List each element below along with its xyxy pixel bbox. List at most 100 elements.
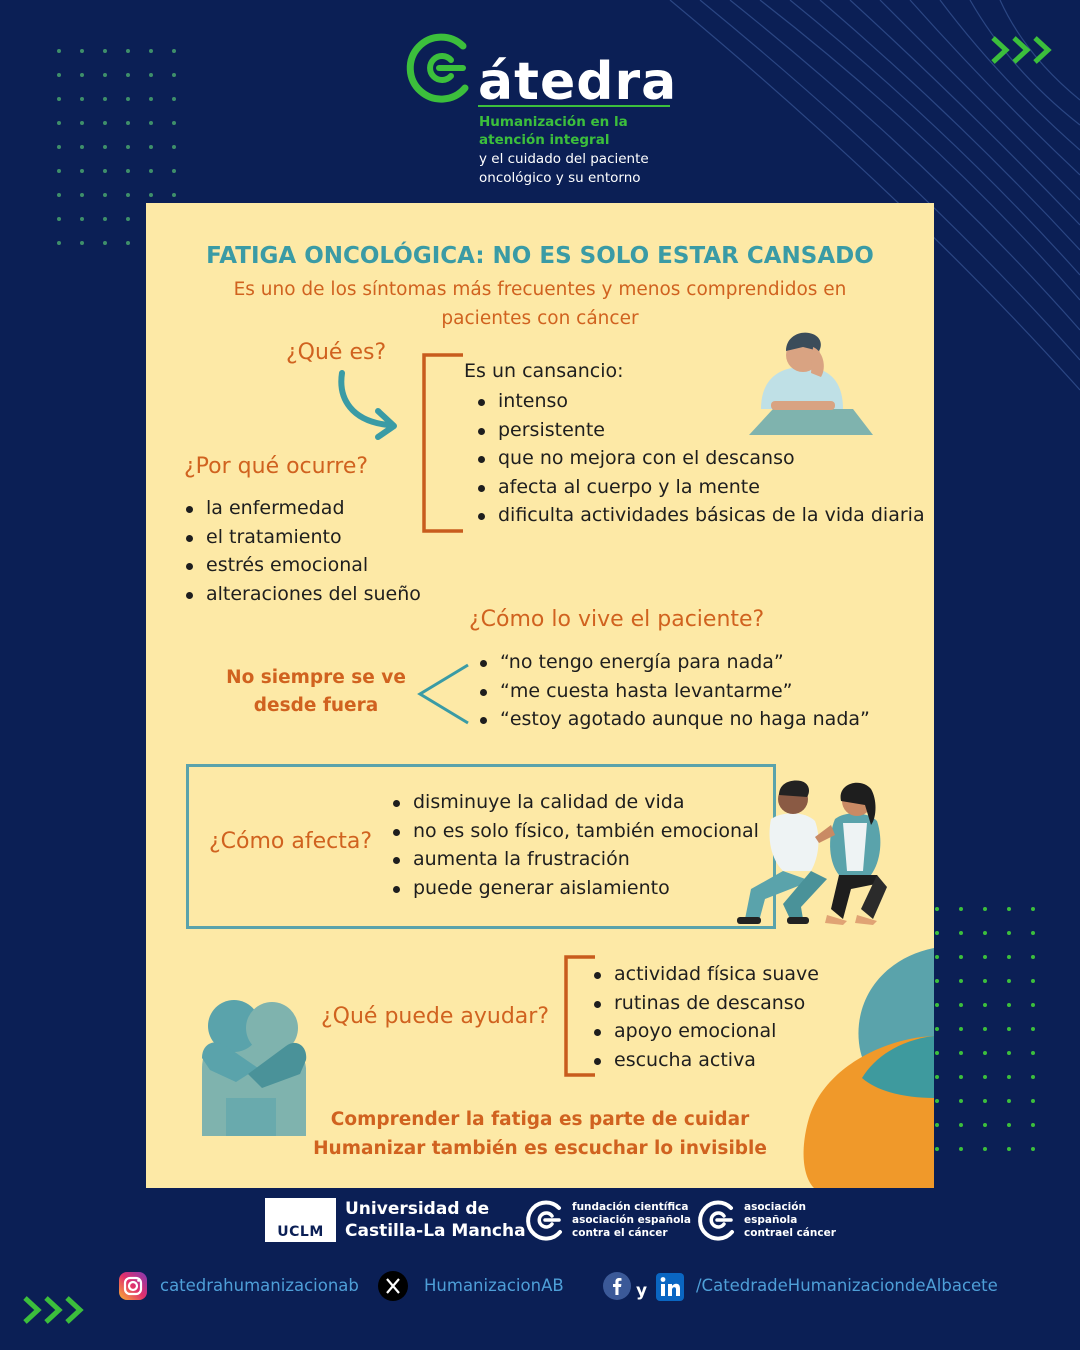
dot <box>1031 955 1035 959</box>
list-item: afecta al cuerpo y la mente <box>476 473 925 502</box>
tagline-line-3: y el cuidado del paciente <box>479 151 649 167</box>
dot <box>1031 1123 1035 1127</box>
fundacion-line-3: contra el cáncer <box>572 1227 668 1239</box>
dot <box>126 193 130 197</box>
uclm-name-line-2: Castilla-La Mancha <box>345 1221 526 1241</box>
dot <box>935 907 939 911</box>
dot <box>172 97 176 101</box>
dot <box>57 241 61 245</box>
dot <box>1031 907 1035 911</box>
dot <box>1031 979 1035 983</box>
dot <box>1031 1027 1035 1031</box>
list-item: actividad física suave <box>592 960 819 989</box>
dot <box>172 193 176 197</box>
dot <box>1031 1075 1035 1079</box>
asociacion-line-1: asociación <box>744 1201 806 1213</box>
linkedin-icon[interactable] <box>656 1273 684 1301</box>
dot <box>80 97 84 101</box>
infographic-title: FATIGA ONCOLÓGICA: NO ES SOLO ESTAR CANS… <box>206 243 874 269</box>
brand-underline <box>478 105 670 107</box>
dot <box>959 1075 963 1079</box>
help-list: actividad física suave rutinas de descan… <box>592 960 819 1074</box>
chevrons-right-icon <box>23 1296 84 1324</box>
dot <box>80 241 84 245</box>
list-item: estrés emocional <box>184 551 421 580</box>
closing-line-2: Humanizar también es escuchar lo invisib… <box>313 1138 767 1159</box>
dot <box>172 145 176 149</box>
curved-arrow-icon <box>338 370 397 440</box>
list-item: que no mejora con el descanso <box>476 444 925 473</box>
list-item: el tratamiento <box>184 523 421 552</box>
instagram-icon[interactable] <box>118 1271 148 1301</box>
catedra-logo-icon <box>406 33 469 103</box>
dot <box>983 1051 987 1055</box>
dot <box>149 193 153 197</box>
help-question: ¿Qué puede ayudar? <box>321 1004 550 1029</box>
social-connector: y <box>636 1281 648 1301</box>
dot <box>1007 907 1011 911</box>
dot <box>1031 1147 1035 1151</box>
chevrons-right-icon <box>991 36 1052 64</box>
dot <box>935 931 939 935</box>
fundacion-line-1: fundación científica <box>572 1201 689 1213</box>
list-item: dificulta actividades básicas de la vida… <box>476 501 925 530</box>
dot <box>983 907 987 911</box>
dot-grid-top-left: (function(){var s=document.currentScript… <box>57 49 176 245</box>
dot <box>935 1027 939 1031</box>
dot <box>935 955 939 959</box>
dot <box>172 73 176 77</box>
dot <box>80 193 84 197</box>
dot <box>57 49 61 53</box>
dot <box>935 1099 939 1103</box>
dot <box>959 1027 963 1031</box>
asociacion-line-2: española <box>744 1214 798 1226</box>
instagram-link[interactable]: catedrahumanizacionab <box>160 1276 359 1295</box>
dot <box>103 97 107 101</box>
what-is-list: intenso persistente que no mejora con el… <box>476 387 925 530</box>
tired-person-illustration <box>749 332 873 435</box>
list-item: escucha activa <box>592 1046 819 1075</box>
dot <box>103 169 107 173</box>
dot <box>57 193 61 197</box>
dot <box>126 73 130 77</box>
dot <box>1007 979 1011 983</box>
dot <box>126 217 130 221</box>
dot <box>1007 1075 1011 1079</box>
dot <box>57 73 61 77</box>
list-item: no es solo físico, también emocional <box>391 817 759 846</box>
why-question: ¿Por qué ocurre? <box>184 454 369 479</box>
dot <box>959 979 963 983</box>
facebook-linkedin-link[interactable]: /CatedradeHumanizaciondeAlbacete <box>696 1276 998 1295</box>
dot <box>983 1099 987 1103</box>
dot <box>126 49 130 53</box>
dot <box>172 121 176 125</box>
why-list: la enfermedad el tratamiento estrés emoc… <box>184 494 421 608</box>
tagline-line-1: Humanización en la <box>479 114 628 130</box>
dot <box>103 241 107 245</box>
dot <box>959 1099 963 1103</box>
dot <box>983 1123 987 1127</box>
dot <box>103 193 107 197</box>
list-item: alteraciones del sueño <box>184 580 421 609</box>
x-icon[interactable] <box>378 1271 408 1301</box>
aecc-logo-icon <box>698 1200 734 1241</box>
dot <box>959 1123 963 1127</box>
dot <box>1007 931 1011 935</box>
dot <box>935 1123 939 1127</box>
tagline-line-4: oncológico y su entorno <box>479 170 641 186</box>
chevron-left-icon <box>417 663 469 725</box>
what-is-question: ¿Qué es? <box>286 340 387 365</box>
dot <box>935 979 939 983</box>
dot <box>80 121 84 125</box>
bracket-help <box>564 955 595 1077</box>
affects-list: disminuye la calidad de vida no es solo … <box>391 788 759 902</box>
x-link[interactable]: HumanizacionAB <box>424 1276 564 1295</box>
facebook-icon[interactable] <box>603 1272 631 1300</box>
infographic-card: FATIGA ONCOLÓGICA: NO ES SOLO ESTAR CANS… <box>146 203 934 1188</box>
list-item: disminuye la calidad de vida <box>391 788 759 817</box>
infographic-subtitle: Es uno de los síntomas más frecuentes y … <box>233 279 847 329</box>
uclm-name-line-1: Universidad de <box>345 1199 490 1219</box>
dot <box>1031 931 1035 935</box>
support-people-illustration <box>737 780 887 925</box>
dot <box>103 49 107 53</box>
